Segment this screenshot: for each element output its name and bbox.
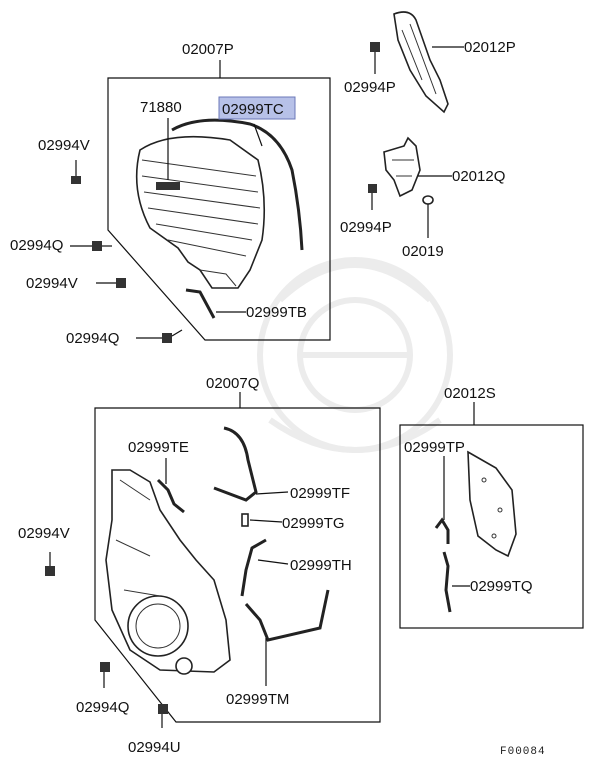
label-02994u: 02994U bbox=[128, 739, 181, 756]
label-02012q: 02012Q bbox=[452, 168, 505, 185]
group-box-02007q bbox=[94, 407, 381, 723]
label-02012p: 02012P bbox=[464, 39, 516, 56]
label-02999tm: 02999TM bbox=[226, 691, 289, 708]
label-02994v-b: 02994V bbox=[26, 275, 78, 292]
bolt-02994u[interactable] bbox=[158, 704, 168, 728]
group-box-02012s bbox=[399, 424, 584, 629]
label-02012s: 02012S bbox=[444, 385, 496, 402]
bolt-02994v-a[interactable] bbox=[71, 160, 81, 184]
watermark-emblem bbox=[257, 257, 453, 453]
label-02999te: 02999TE bbox=[128, 439, 189, 456]
washer-02019[interactable] bbox=[422, 195, 434, 205]
label-02994p-a: 02994P bbox=[344, 79, 396, 96]
seal-02999tg[interactable] bbox=[241, 513, 249, 527]
label-02994p-b: 02994P bbox=[340, 219, 392, 236]
plate-02012s[interactable] bbox=[467, 450, 517, 558]
label-02994q-b: 02994Q bbox=[66, 330, 119, 347]
label-02994v-c: 02994V bbox=[18, 525, 70, 542]
label-02019: 02019 bbox=[402, 243, 444, 260]
bracket-02012q[interactable] bbox=[383, 136, 421, 198]
bolt-02994v-c[interactable] bbox=[45, 552, 55, 576]
label-02999tc[interactable]: 02999TC bbox=[222, 101, 284, 118]
bolt-02994q-a[interactable] bbox=[70, 241, 112, 251]
label-02999tb: 02999TB bbox=[246, 304, 307, 321]
label-71880: 71880 bbox=[140, 99, 182, 116]
bolt-02994p-a[interactable] bbox=[370, 42, 380, 74]
label-02994v-a: 02994V bbox=[38, 137, 90, 154]
label-02999th: 02999TH bbox=[290, 557, 352, 574]
label-02994q-a: 02994Q bbox=[10, 237, 63, 254]
label-02999tf: 02999TF bbox=[290, 485, 350, 502]
label-02994q-c: 02994Q bbox=[76, 699, 129, 716]
gasket-02999tc[interactable] bbox=[171, 118, 304, 251]
label-02007p: 02007P bbox=[182, 41, 234, 58]
label-02007q: 02007Q bbox=[206, 375, 259, 392]
label-02999tg: 02999TG bbox=[282, 515, 345, 532]
bolt-02994q-c[interactable] bbox=[100, 662, 110, 688]
seal-02999th[interactable] bbox=[240, 538, 267, 597]
bolt-02994v-b[interactable] bbox=[96, 278, 126, 288]
bolt-02994q-b[interactable] bbox=[136, 329, 183, 343]
lower-timing-cover[interactable] bbox=[105, 469, 231, 675]
seal-02999te[interactable] bbox=[156, 478, 185, 514]
upper-timing-cover[interactable] bbox=[135, 135, 266, 289]
seal-02999tp[interactable] bbox=[434, 517, 450, 544]
group-box-02007p bbox=[107, 77, 331, 341]
label-02999tq: 02999TQ bbox=[470, 578, 533, 595]
bolt-02994p-b[interactable] bbox=[368, 184, 377, 210]
bracket-02012p[interactable] bbox=[393, 11, 449, 114]
figure-code: F00084 bbox=[500, 746, 546, 758]
seal-02999tm[interactable] bbox=[244, 589, 330, 642]
label-02999tp: 02999TP bbox=[404, 439, 465, 456]
seal-02999tf[interactable] bbox=[213, 426, 258, 502]
seal-02999tq[interactable] bbox=[442, 551, 452, 613]
label-plate-71880 bbox=[156, 182, 180, 190]
seal-02999tb[interactable] bbox=[185, 288, 216, 319]
highlight-02999tc bbox=[218, 96, 296, 120]
